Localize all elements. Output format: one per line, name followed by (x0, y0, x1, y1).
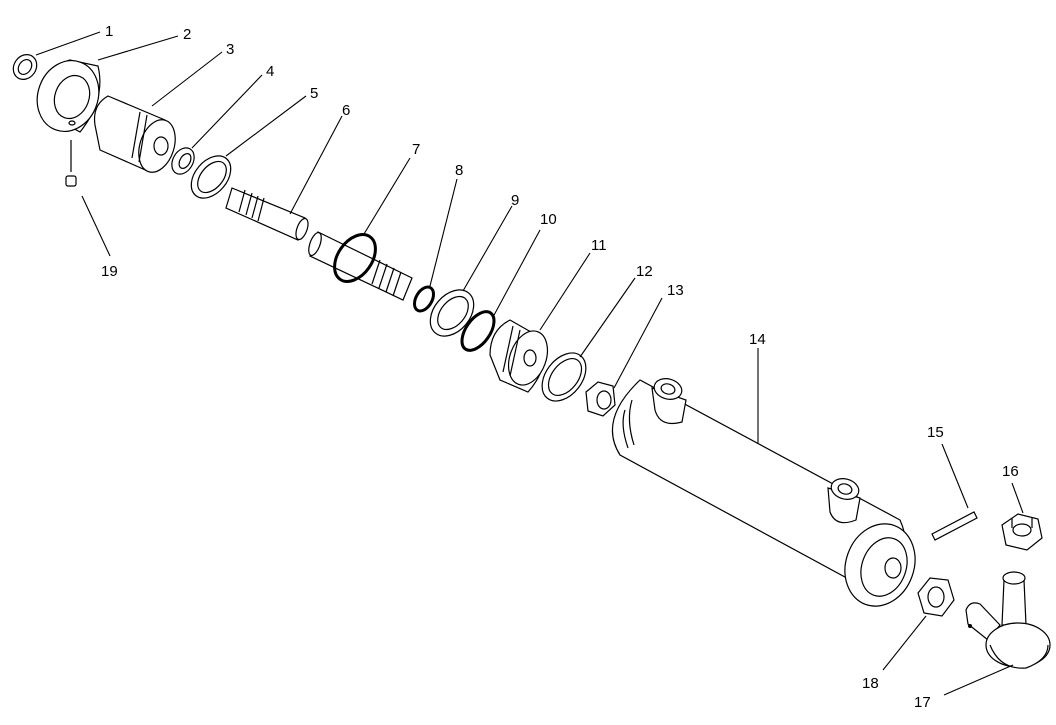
part-1-wiper (12, 54, 38, 80)
part-4-rod-seal (171, 147, 195, 175)
callout-8: 8 (455, 162, 463, 179)
part-5-backup-ring (190, 155, 232, 199)
callout-9: 9 (511, 192, 519, 209)
callout-2: 2 (183, 26, 191, 43)
callout-3: 3 (226, 41, 234, 58)
callout-11: 11 (591, 237, 607, 254)
callout-6: 6 (342, 102, 350, 119)
part-6-piston-rod (225, 187, 309, 241)
part-9-backup-ring (429, 289, 475, 337)
callout-14: 14 (749, 331, 766, 348)
callout-16: 16 (1002, 463, 1019, 480)
part-16-castle-nut (1001, 513, 1043, 551)
callout-19: 19 (101, 263, 118, 280)
part-18-jam-nut (917, 577, 955, 617)
part-14-cylinder-barrel (611, 378, 916, 607)
callout-7: 7 (412, 141, 420, 158)
part-2-gland-nut (36, 59, 101, 133)
callout-5: 5 (310, 85, 318, 102)
callout-12: 12 (636, 263, 653, 280)
callout-1: 1 (105, 23, 113, 40)
part-15-cotter-pin (931, 511, 978, 541)
callout-13: 13 (667, 282, 684, 299)
part-13-lock-nut (585, 381, 616, 417)
callout-4: 4 (266, 63, 274, 80)
callout-15: 15 (927, 424, 944, 441)
part-11-piston (489, 319, 549, 393)
callout-numbers: 1 2 3 4 5 6 7 8 9 10 11 12 13 14 15 16 1… (101, 23, 1019, 711)
part-3-gland (93, 95, 176, 173)
part-12-wear-ring (541, 352, 587, 402)
part-19-set-screw (65, 140, 77, 187)
part-10-o-ring (460, 310, 496, 352)
part-8-o-ring (413, 285, 435, 313)
part-17-tie-rod-end (965, 571, 1051, 669)
callout-18: 18 (862, 675, 879, 692)
part-6-rod-shaft (308, 231, 413, 301)
callout-17: 17 (914, 694, 931, 711)
leader-lines (35, 31, 1024, 696)
callout-10: 10 (540, 211, 557, 228)
part-7-o-ring (333, 233, 377, 283)
